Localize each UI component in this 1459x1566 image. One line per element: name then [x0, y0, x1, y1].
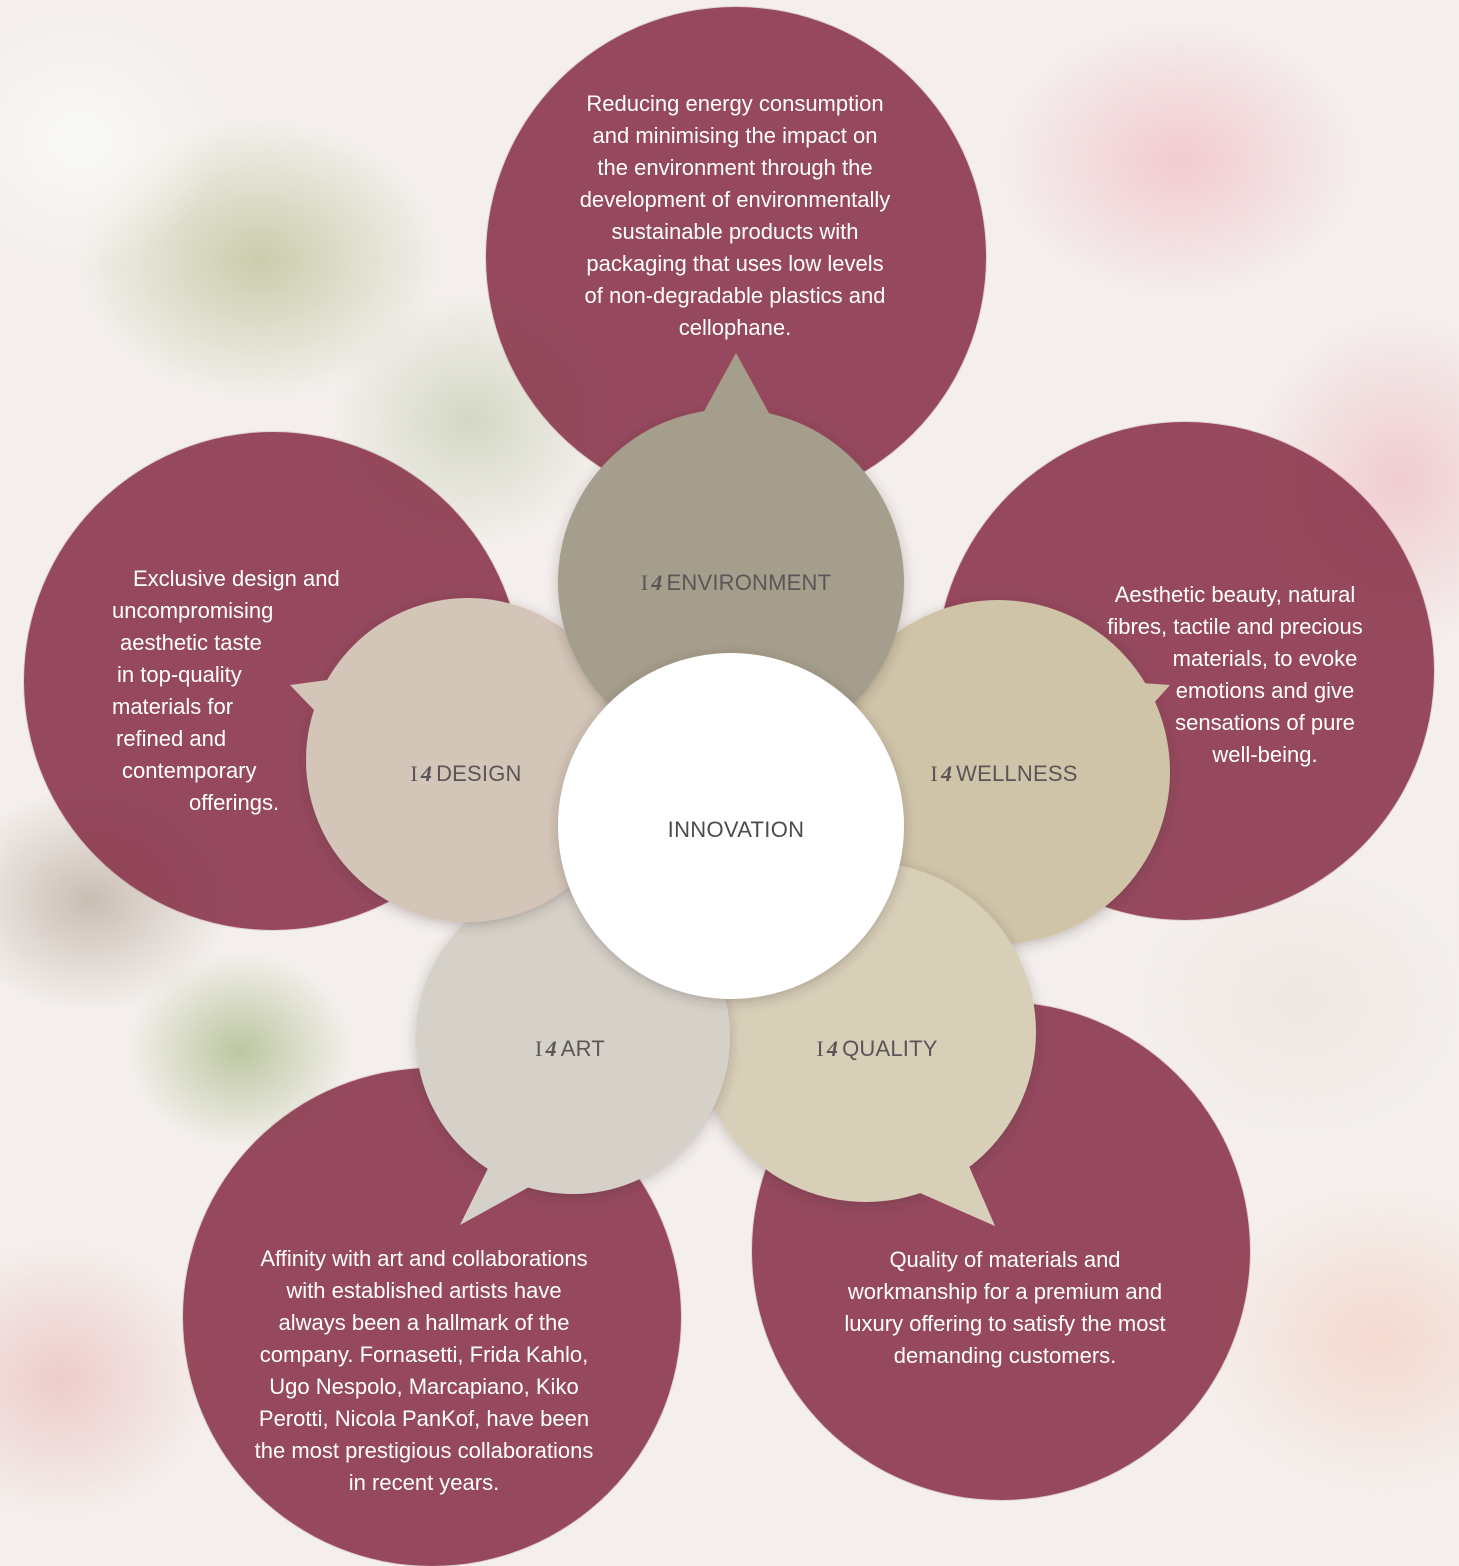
desc-line: Quality of materials and	[889, 1247, 1121, 1272]
label-text: ART	[560, 1036, 605, 1061]
desc-line: Aesthetic beauty, natural	[1114, 582, 1356, 607]
desc-line: development of environmentally	[579, 187, 891, 212]
desc-line: always been a hallmark of the	[278, 1310, 570, 1335]
desc-line: Reducing energy consumption	[586, 91, 884, 116]
design-description: Exclusive design and uncompromising aest…	[100, 563, 360, 819]
desc-line: workmanship for a premium and	[847, 1279, 1163, 1304]
label-prefix-i: I	[816, 1036, 824, 1061]
label-text: QUALITY	[842, 1036, 938, 1061]
art-description: Affinity with art and collaborations wit…	[228, 1243, 620, 1499]
environment-petal	[558, 353, 904, 755]
desc-line: Ugo Nespolo, Marcapiano, Kiko	[269, 1374, 579, 1399]
label-prefix-i: I	[410, 761, 418, 786]
desc-line: cellophane.	[678, 315, 792, 340]
desc-line: demanding customers.	[893, 1343, 1117, 1368]
innovation-center-circle	[558, 653, 904, 999]
desc-line: of non-degradable plastics and	[584, 283, 886, 308]
desc-line: offerings.	[189, 790, 280, 815]
desc-line: sustainable products with	[611, 219, 859, 244]
desc-line: and minimising the impact on	[592, 123, 878, 148]
wellness-description: Aesthetic beauty, natural fibres, tactil…	[1090, 579, 1380, 771]
desc-line: in recent years.	[348, 1470, 500, 1495]
desc-line: Exclusive design and	[133, 566, 340, 591]
label-prefix-four: 4	[420, 761, 433, 786]
label-prefix-four: 4	[826, 1036, 839, 1061]
desc-line: the most prestigious collaborations	[254, 1438, 594, 1463]
desc-line: sensations of pure	[1175, 710, 1355, 735]
desc-line: with established artists have	[286, 1278, 562, 1303]
desc-line: the environment through the	[597, 155, 873, 180]
label-prefix-i: I	[930, 761, 938, 786]
label-text: WELLNESS	[956, 761, 1078, 786]
label-prefix-four: 4	[940, 761, 953, 786]
desc-line: luxury offering to satisfy the most	[844, 1311, 1166, 1336]
wellness-petal	[826, 600, 1170, 944]
desc-line: materials, to evoke	[1172, 646, 1358, 671]
label-prefix-four: 4	[651, 570, 663, 595]
desc-line: refined and	[116, 726, 227, 751]
desc-line: packaging that uses low levels	[586, 251, 884, 276]
label-text: DESIGN	[436, 761, 522, 786]
desc-line: emotions and give	[1175, 678, 1355, 703]
environment-description: Reducing energy consumption and minimisi…	[545, 88, 925, 344]
desc-line: fibres, tactile and precious	[1107, 614, 1363, 639]
desc-line: well-being.	[1212, 742, 1318, 767]
desc-line: in top-quality	[117, 662, 242, 687]
desc-line: materials for	[112, 694, 234, 719]
label-prefix-four: 4	[545, 1036, 557, 1061]
desc-line: uncompromising	[112, 598, 274, 623]
design-petal	[290, 598, 630, 922]
desc-line: Affinity with art and collaborations	[260, 1246, 588, 1271]
label-text: ENVIRONMENT	[666, 570, 832, 595]
label-prefix-i: I	[535, 1036, 543, 1061]
quality-description: Quality of materials and workmanship for…	[810, 1244, 1200, 1372]
desc-line: company. Fornasetti, Frida Kahlo,	[259, 1342, 589, 1367]
label-prefix-i: I	[640, 570, 649, 595]
desc-line: contemporary	[122, 758, 257, 783]
desc-line: Perotti, Nicola PanKof, have been	[258, 1406, 590, 1431]
desc-line: aesthetic taste	[120, 630, 262, 655]
center-label: INNOVATION	[667, 817, 805, 842]
